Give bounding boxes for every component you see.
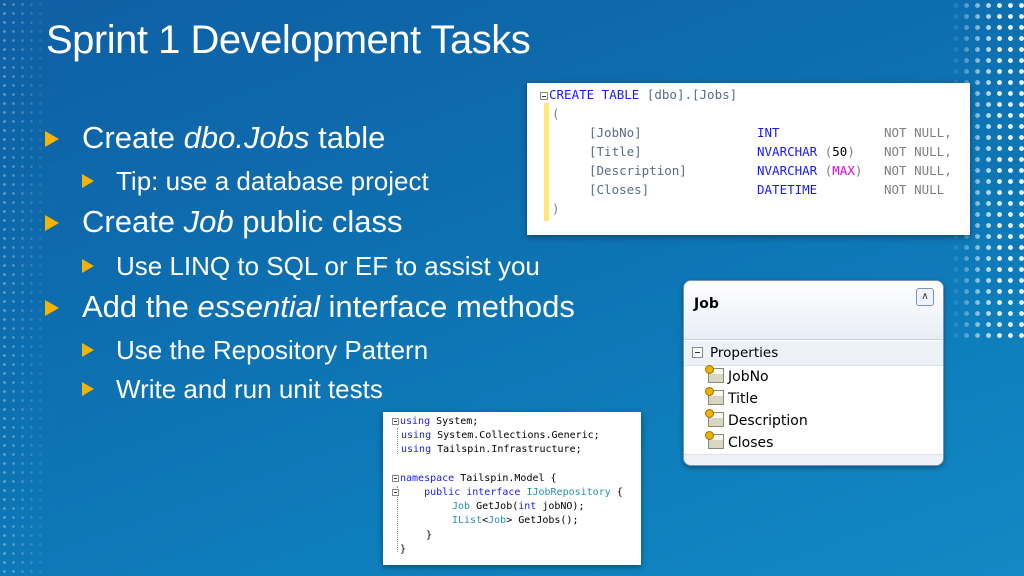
sql-col-type: DATETIME [757,182,818,197]
fold-collapse-icon [540,91,548,100]
bullet-interface-methods: Add the essential interface methods [82,289,575,324]
sql-col-type: NVARCHAR (50) [757,144,855,159]
sub-bullet-arrow-icon [82,259,94,273]
sql-col-null: NOT NULL, [884,144,952,159]
sub-bullet-repository: Use the Repository Pattern [116,335,429,365]
cs-close-brace: } [426,530,433,541]
collapse-chevron-icon[interactable]: ∧ [916,288,934,306]
bullet-arrow-icon [45,300,59,316]
slide-title: Sprint 1 Development Tasks [46,18,531,62]
fold-guide [397,486,398,552]
sql-col-name: [Description] [589,163,687,178]
fold-collapse-icon [392,417,399,425]
sub-bullet-arrow-icon [82,343,94,357]
property-icon [705,387,724,405]
sql-col-null: NOT NULL, [884,163,952,178]
sql-close-paren: ) [552,201,560,216]
property-icon [705,365,724,383]
sql-col-name: [Title] [589,144,642,159]
csharp-code-panel: using System; using System.Collections.G… [383,412,641,565]
fold-collapse-icon [392,474,399,482]
properties-section-header[interactable]: Properties [684,341,943,366]
sql-col-type: NVARCHAR (MAX) [757,163,863,178]
sub-bullet-tip: Tip: use a database project [116,166,429,196]
property-item[interactable]: Closes [705,431,773,451]
cs-using-line: using System; [392,416,478,427]
property-item[interactable]: Title [705,387,758,407]
cs-namespace-line: namespace Tailspin.Model { [392,473,557,484]
bullet-create-table: Create dbo.Jobs table [82,120,386,155]
fold-collapse-icon [392,488,399,496]
class-footer [684,454,943,465]
sql-line-create: CREATE TABLE [dbo].[Jobs] [540,87,737,102]
bullet-create-class: Create Job public class [82,204,403,239]
sql-col-name: [Closes] [589,182,650,197]
sql-col-null: NOT NULL, [884,125,952,140]
bullet-arrow-icon [45,131,59,147]
property-icon [705,431,724,449]
class-diagram-job[interactable]: Job ∧ Properties JobNo Title Description… [683,280,944,466]
bullet-arrow-icon [45,215,59,231]
cs-using-line: using System.Collections.Generic; [401,430,600,441]
property-item[interactable]: JobNo [705,365,769,385]
sub-bullet-unit-tests: Write and run unit tests [116,374,383,404]
change-margin [544,103,549,221]
property-item[interactable]: Description [705,409,808,429]
cs-close-brace: } [400,544,407,555]
cs-method-getjobs: IList<Job> GetJobs(); [452,515,579,526]
class-name: Job [694,296,719,312]
sub-bullet-arrow-icon [82,174,94,188]
sql-col-null: NOT NULL [884,182,945,197]
property-icon [705,409,724,427]
collapse-minus-icon[interactable] [692,347,703,358]
cs-interface-line: public interface IJobRepository { [392,487,623,498]
fold-guide [397,428,398,454]
sql-open-paren: ( [552,106,560,121]
sql-code-panel: CREATE TABLE [dbo].[Jobs] ( [JobNo] INT … [527,83,970,235]
cs-using-line: using Tailspin.Infrastructure; [401,444,582,455]
cs-method-getjob: Job GetJob(int jobNO); [452,501,585,512]
sql-col-name: [JobNo] [589,125,642,140]
sub-bullet-arrow-icon [82,382,94,396]
sql-col-type: INT [757,125,780,140]
class-header: Job ∧ [684,281,943,340]
decorative-dots-left [0,0,52,576]
sub-bullet-linq: Use LINQ to SQL or EF to assist you [116,251,540,281]
